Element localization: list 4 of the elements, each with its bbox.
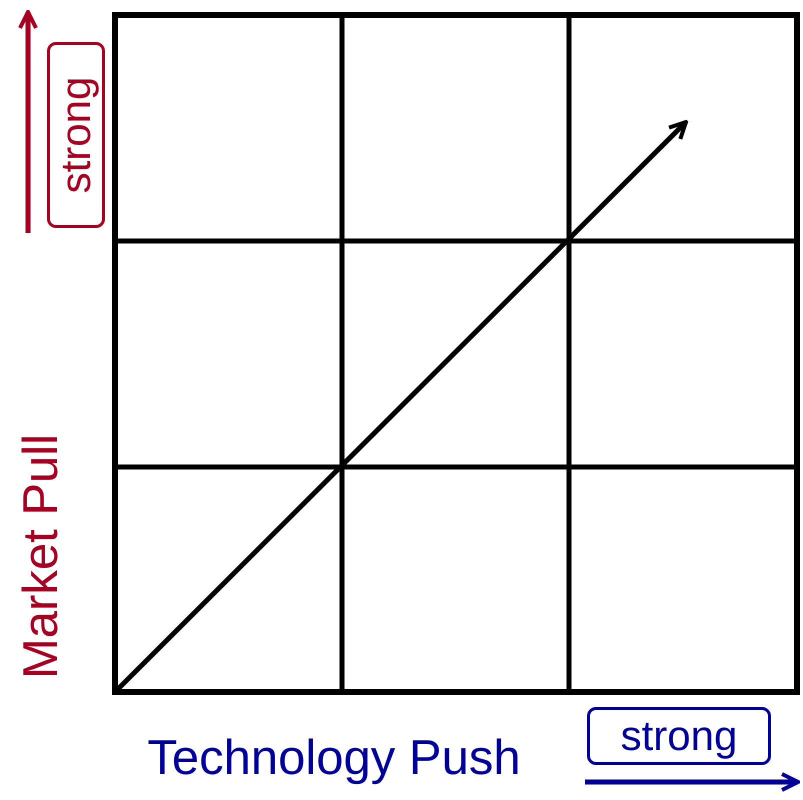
strength-label-box: strong xyxy=(47,42,105,228)
axis-title: Technology Push xyxy=(147,734,521,782)
axis-title: Market Pull xyxy=(18,433,66,679)
strength-label-box: strong xyxy=(587,707,771,765)
